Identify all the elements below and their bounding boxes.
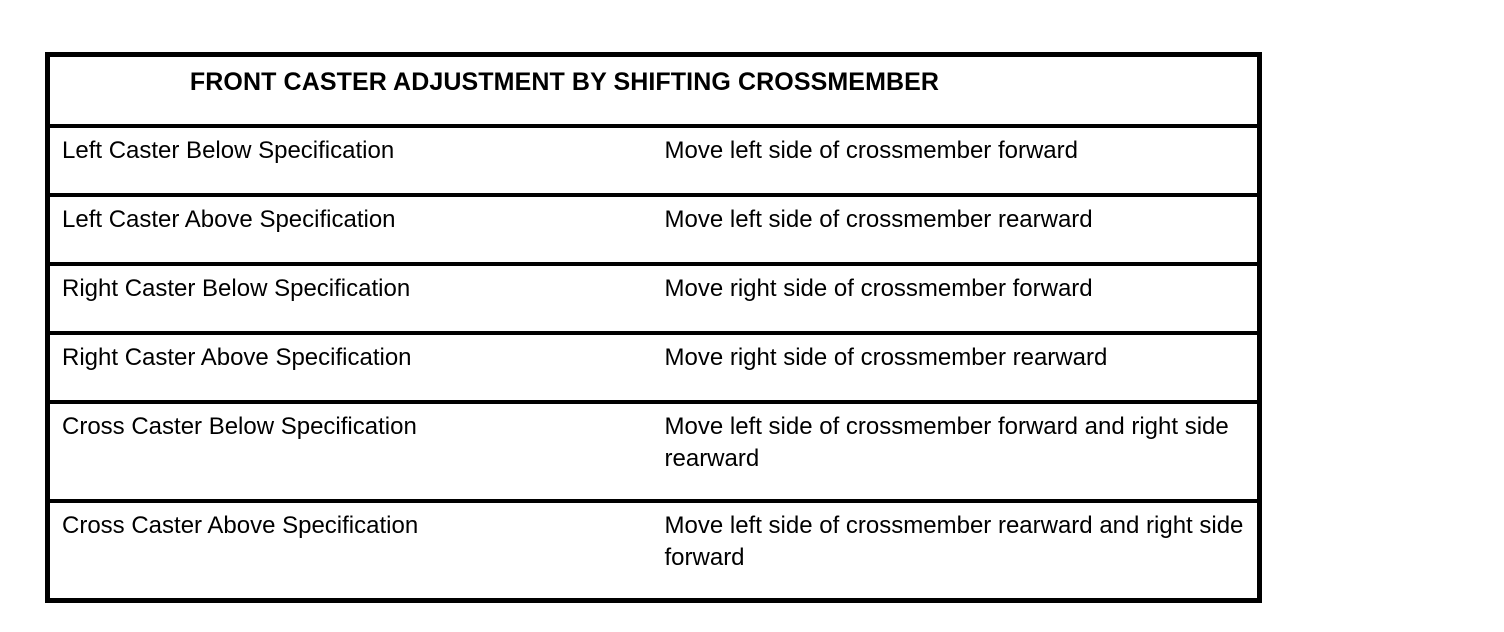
action-text: Move left side of crossmember forward: [664, 137, 1078, 164]
action-text: Move left side of crossmember rearward a…: [664, 512, 1244, 571]
front-caster-adjustment-table: FRONT CASTER ADJUSTMENT BY SHIFTING CROS…: [45, 52, 1262, 603]
table-title: FRONT CASTER ADJUSTMENT BY SHIFTING CROS…: [189, 68, 940, 96]
table-row: Cross Caster Above Specification Move le…: [47, 501, 1260, 601]
condition-cell: Right Caster Above Specification: [47, 333, 654, 404]
condition-text: Left Caster Above Specification: [62, 206, 396, 233]
action-text: Move left side of crossmember rearward: [664, 206, 1093, 233]
action-cell: Move left side of crossmember forward an…: [653, 402, 1260, 503]
condition-text: Cross Caster Above Specification: [62, 512, 419, 539]
table-row: Right Caster Above Specification Move ri…: [47, 333, 1260, 404]
table-row: Left Caster Below Specification Move lef…: [47, 126, 1260, 197]
condition-text: Cross Caster Below Specification: [62, 413, 417, 440]
action-cell: Move left side of crossmember forward: [653, 126, 1260, 197]
condition-cell: Left Caster Above Specification: [47, 195, 654, 266]
condition-text: Left Caster Below Specification: [62, 137, 395, 164]
action-cell: Move right side of crossmember forward: [653, 264, 1260, 335]
condition-text: Right Caster Above Specification: [62, 344, 412, 371]
condition-cell: Cross Caster Above Specification: [47, 501, 654, 601]
condition-cell: Cross Caster Below Specification: [47, 402, 654, 503]
condition-text: Right Caster Below Specification: [62, 275, 411, 302]
action-text: Move right side of crossmember rearward: [664, 344, 1108, 371]
table-row: Cross Caster Below Specification Move le…: [47, 402, 1260, 503]
action-text: Move right side of crossmember forward: [664, 275, 1093, 302]
table-header-row: FRONT CASTER ADJUSTMENT BY SHIFTING CROS…: [47, 54, 1260, 128]
table-row: Left Caster Above Specification Move lef…: [47, 195, 1260, 266]
condition-cell: Left Caster Below Specification: [47, 126, 654, 197]
action-cell: Move left side of crossmember rearward: [653, 195, 1260, 266]
action-cell: Move left side of crossmember rearward a…: [653, 501, 1260, 601]
action-text: Move left side of crossmember forward an…: [664, 413, 1229, 472]
table-row: Right Caster Below Specification Move ri…: [47, 264, 1260, 335]
condition-cell: Right Caster Below Specification: [47, 264, 654, 335]
table-title-cell: FRONT CASTER ADJUSTMENT BY SHIFTING CROS…: [47, 54, 1260, 128]
action-cell: Move right side of crossmember rearward: [653, 333, 1260, 404]
